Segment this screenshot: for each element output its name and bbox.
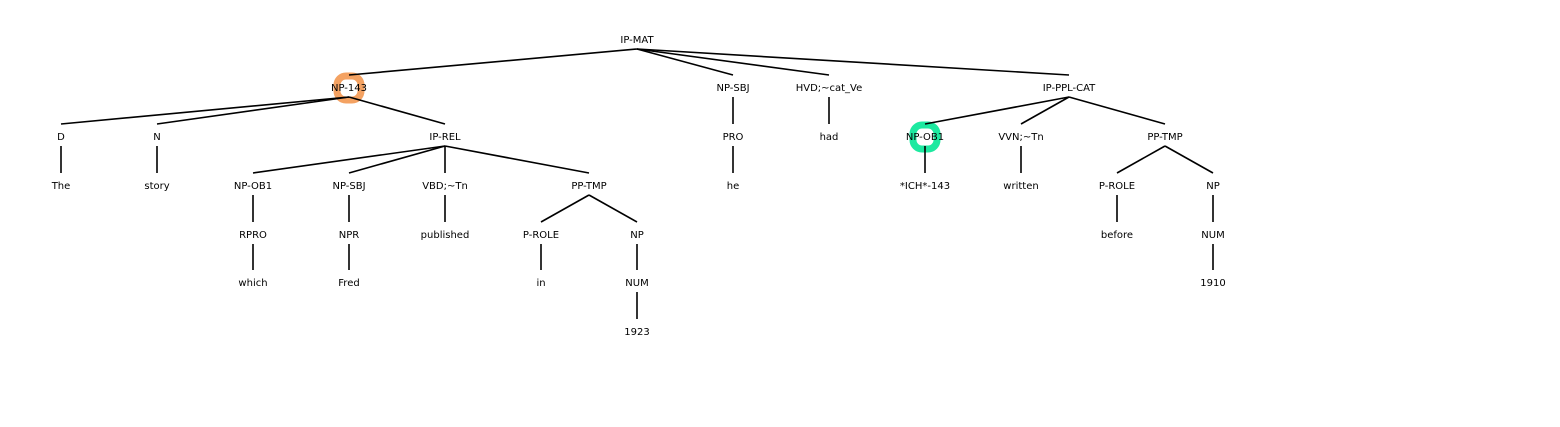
node-label-np-ob1: NP-OB1 [906, 132, 944, 143]
edge-pp-tmp-to-np [1164, 145, 1214, 174]
edge-ip-mat-to-hvd [636, 48, 830, 76]
node-label-pp-tmp: PP-TMP [1147, 132, 1182, 143]
node-label-pro: PRO [723, 132, 744, 143]
edge-ip-ppl-cat-to-vvn [1020, 96, 1070, 125]
node-label-npr: NPR [339, 230, 360, 241]
node-label-ip-ppl-cat: IP-PPL-CAT [1043, 83, 1096, 94]
tree-edges [60, 48, 1214, 319]
node-label-n: N [153, 132, 160, 143]
node-label-p-role: P-ROLE [1099, 181, 1135, 192]
node-label-pp-tmp-rel: PP-TMP [571, 181, 606, 192]
node-label-rpro: RPRO [239, 230, 267, 241]
node-label-ich: *ICH*-143 [900, 181, 950, 192]
edge-np-143-to-ip-rel [348, 96, 446, 125]
node-label-y1923: 1923 [624, 327, 649, 338]
node-label-p-role-rel: P-ROLE [523, 230, 559, 241]
node-label-which: which [238, 278, 267, 289]
node-label-np-sbj-rel: NP-SBJ [332, 181, 365, 192]
node-label-he: he [727, 181, 740, 192]
node-label-hvd: HVD;~cat_Ve [796, 83, 863, 94]
node-label-np-sbj: NP-SBJ [716, 83, 749, 94]
node-label-fred: Fred [338, 278, 359, 289]
edge-ip-mat-to-np-143 [348, 48, 638, 76]
node-label-np-ob1-rel: NP-OB1 [234, 181, 272, 192]
node-label-written: written [1003, 181, 1038, 192]
edge-ip-mat-to-ip-ppl-cat [636, 48, 1070, 76]
edge-ip-rel-to-np-ob1-rel [252, 145, 446, 174]
node-label-vbd: VBD;~Tn [422, 181, 468, 192]
edge-ip-rel-to-pp-tmp-rel [444, 145, 590, 174]
node-label-published: published [421, 230, 470, 241]
node-label-np-143: NP-143 [331, 83, 367, 94]
node-label-in: in [536, 278, 545, 289]
node-label-before: before [1101, 230, 1133, 241]
edge-ip-ppl-cat-to-pp-tmp [1068, 96, 1166, 125]
node-label-had: had [820, 132, 839, 143]
edge-np-143-to-n [156, 96, 350, 125]
edge-np-143-to-d [60, 96, 350, 125]
edge-ip-ppl-cat-to-np-ob1 [924, 96, 1070, 125]
node-label-np-rel: NP [630, 230, 644, 241]
edge-pp-tmp-rel-to-np-rel [588, 194, 638, 223]
highlight-ring-np-143 [333, 72, 365, 104]
node-label-d: D [57, 132, 65, 143]
edge-pp-tmp-rel-to-p-role-rel [540, 194, 590, 223]
edge-pp-tmp-to-p-role [1116, 145, 1166, 174]
node-label-np: NP [1206, 181, 1220, 192]
node-label-ip-mat: IP-MAT [620, 35, 654, 46]
node-label-ip-rel: IP-REL [429, 132, 461, 143]
node-label-y1910: 1910 [1200, 278, 1225, 289]
node-label-the: The [51, 181, 71, 192]
node-label-num-rel: NUM [625, 278, 648, 289]
node-label-story: story [144, 181, 169, 192]
edge-ip-rel-to-np-sbj-rel [348, 145, 446, 174]
node-label-num: NUM [1201, 230, 1224, 241]
edge-ip-mat-to-np-sbj [636, 48, 734, 76]
node-label-vvn: VVN;~Tn [998, 132, 1043, 143]
